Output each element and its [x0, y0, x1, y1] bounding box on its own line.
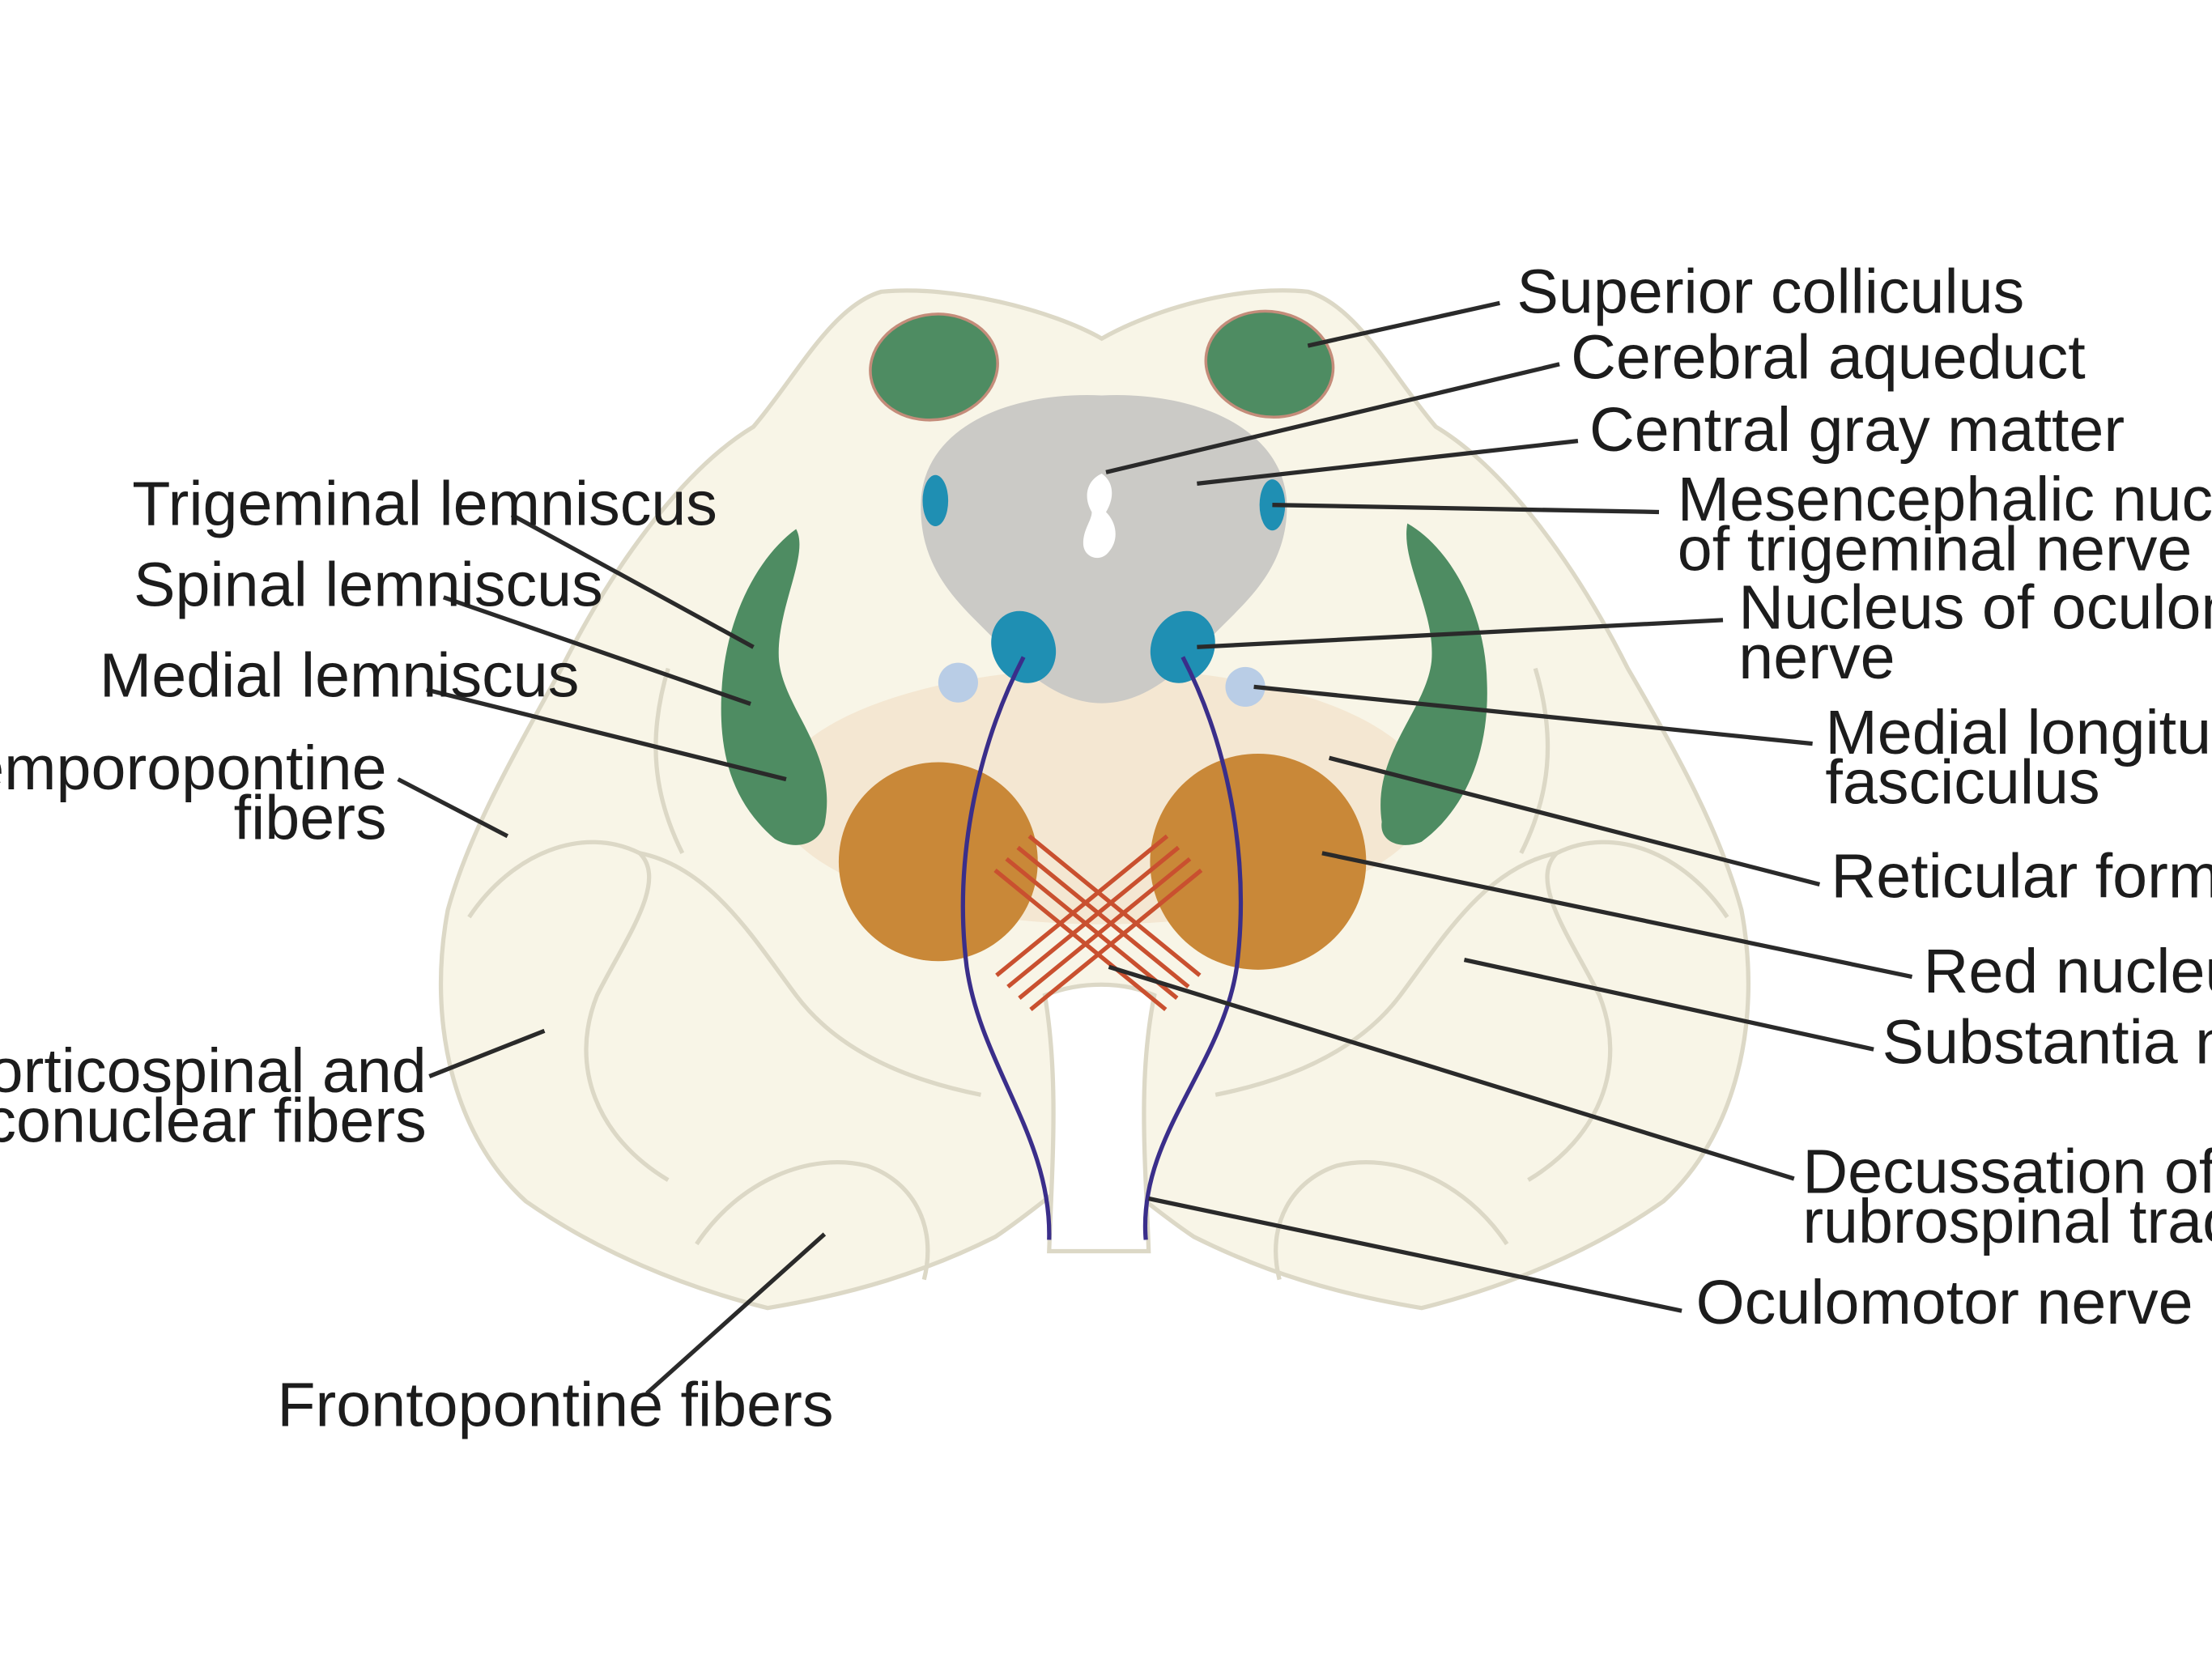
leader-red-nucleus: [1321, 851, 1913, 980]
leader-cerebral-aqueduct: [1105, 362, 1560, 474]
red-nucleus-left: [838, 762, 1038, 962]
label-corticospinal-line1: Corticospinal and: [0, 1036, 427, 1106]
leader-corticospinal: [428, 1028, 546, 1078]
leader-central-gray-matter: [1197, 439, 1579, 486]
leader-frontopontine: [645, 1232, 827, 1396]
labels: Superior colliculus Cerebral aqueduct Ce…: [0, 257, 2212, 1440]
label-medial-lemniscus: Medial lemniscus: [100, 641, 579, 711]
label-nucleus-oculomotor-line1: Nucleus of oculomotor: [1738, 572, 2212, 642]
label-decussation-line2: rubrospinal tracts: [1802, 1187, 2212, 1256]
label-red-nucleus: Red nucleus: [1924, 937, 2212, 1006]
lemniscus-band-right: [1380, 523, 1487, 845]
cerebral-peduncle-fold-left-3: [695, 1160, 930, 1281]
label-cerebral-aqueduct: Cerebral aqueduct: [1571, 322, 2086, 392]
leader-spinal-lemniscus: [442, 595, 751, 706]
cerebral-peduncle-fold-left-4: [653, 667, 685, 855]
superior-colliculus-left: [869, 312, 999, 422]
cerebral-peduncle-fold-left: [467, 840, 670, 1182]
label-central-gray-matter: Central gray matter: [1589, 395, 2125, 465]
leader-superior-colliculus: [1307, 300, 1500, 348]
label-decussation-line1: Decussation of: [1802, 1137, 2212, 1206]
oculomotor-nucleus-right: [1150, 610, 1215, 683]
rubrospinal-decussation: [993, 834, 1203, 1012]
label-nucleus-oculomotor-line2: nerve: [1738, 623, 1895, 692]
leader-mlf: [1253, 684, 1813, 746]
leader-medial-lemniscus: [426, 687, 787, 782]
label-temporopontine-line1: Temporopontine: [0, 733, 387, 803]
leader-decussation: [1108, 964, 1795, 1181]
leader-nucleus-oculomotor: [1197, 618, 1724, 649]
label-mesencephalic-nucleus-line1: Mesencephalic nucleus: [1678, 465, 2212, 534]
cerebral-peduncle-fold-right-4: [1519, 667, 1551, 855]
label-trigeminal-lemniscus: Trigeminal lemniscus: [132, 469, 717, 538]
label-mesencephalic-nucleus-line2: of trigeminal nerve: [1678, 514, 2192, 584]
superior-colliculus-right: [1204, 309, 1335, 419]
red-nucleus-right: [1150, 753, 1367, 970]
leader-reticular-formation: [1329, 755, 1821, 887]
label-substantia-nigra: Substantia nigra: [1882, 1008, 2212, 1078]
midbrain-anatomy: [438, 288, 1750, 1311]
leader-oculomotor-nerve: [1148, 1196, 1682, 1313]
medial-longitudinal-fasciculus-right: [1225, 666, 1266, 708]
label-reticular-formation: Reticular formation: [1831, 841, 2212, 911]
label-superior-colliculus: Superior colliculus: [1516, 257, 2024, 327]
cerebral-peduncle-fold-right: [1527, 840, 1729, 1182]
leader-lines: [397, 300, 1913, 1396]
leader-temporopontine: [397, 777, 509, 839]
lemniscus-band-left: [721, 529, 827, 845]
oculomotor-nucleus-left: [991, 610, 1057, 683]
mesencephalic-nucleus-left: [922, 474, 949, 527]
cerebral-aqueduct: [1083, 474, 1116, 559]
cerebral-peduncle-fold-left-2: [639, 851, 982, 1097]
label-oculomotor-nerve: Oculomotor nerve: [1696, 1268, 2193, 1337]
label-mlf-line2: fasciculus: [1825, 747, 2099, 817]
medial-longitudinal-fasciculus-left: [938, 662, 978, 703]
interpeduncular-fossa: [1042, 982, 1157, 1254]
leader-substantia-nigra: [1463, 957, 1874, 1052]
label-corticospinal-line2: corticonuclear fibers: [0, 1086, 427, 1155]
label-temporopontine-line2: fibers: [234, 783, 387, 852]
leader-trigeminal-lemniscus: [510, 512, 755, 649]
label-mlf-line1: Medial longitudinal: [1825, 698, 2212, 767]
leader-mesencephalic-nucleus: [1272, 503, 1660, 515]
cerebral-peduncle-fold-right-2: [1214, 851, 1558, 1097]
label-spinal-lemniscus: Spinal lemniscus: [134, 550, 603, 619]
label-frontopontine-fibers: Frontopontine fibers: [277, 1370, 833, 1439]
oculomotor-nerve-right: [1142, 656, 1244, 1240]
oculomotor-nerve-left: [960, 656, 1052, 1240]
